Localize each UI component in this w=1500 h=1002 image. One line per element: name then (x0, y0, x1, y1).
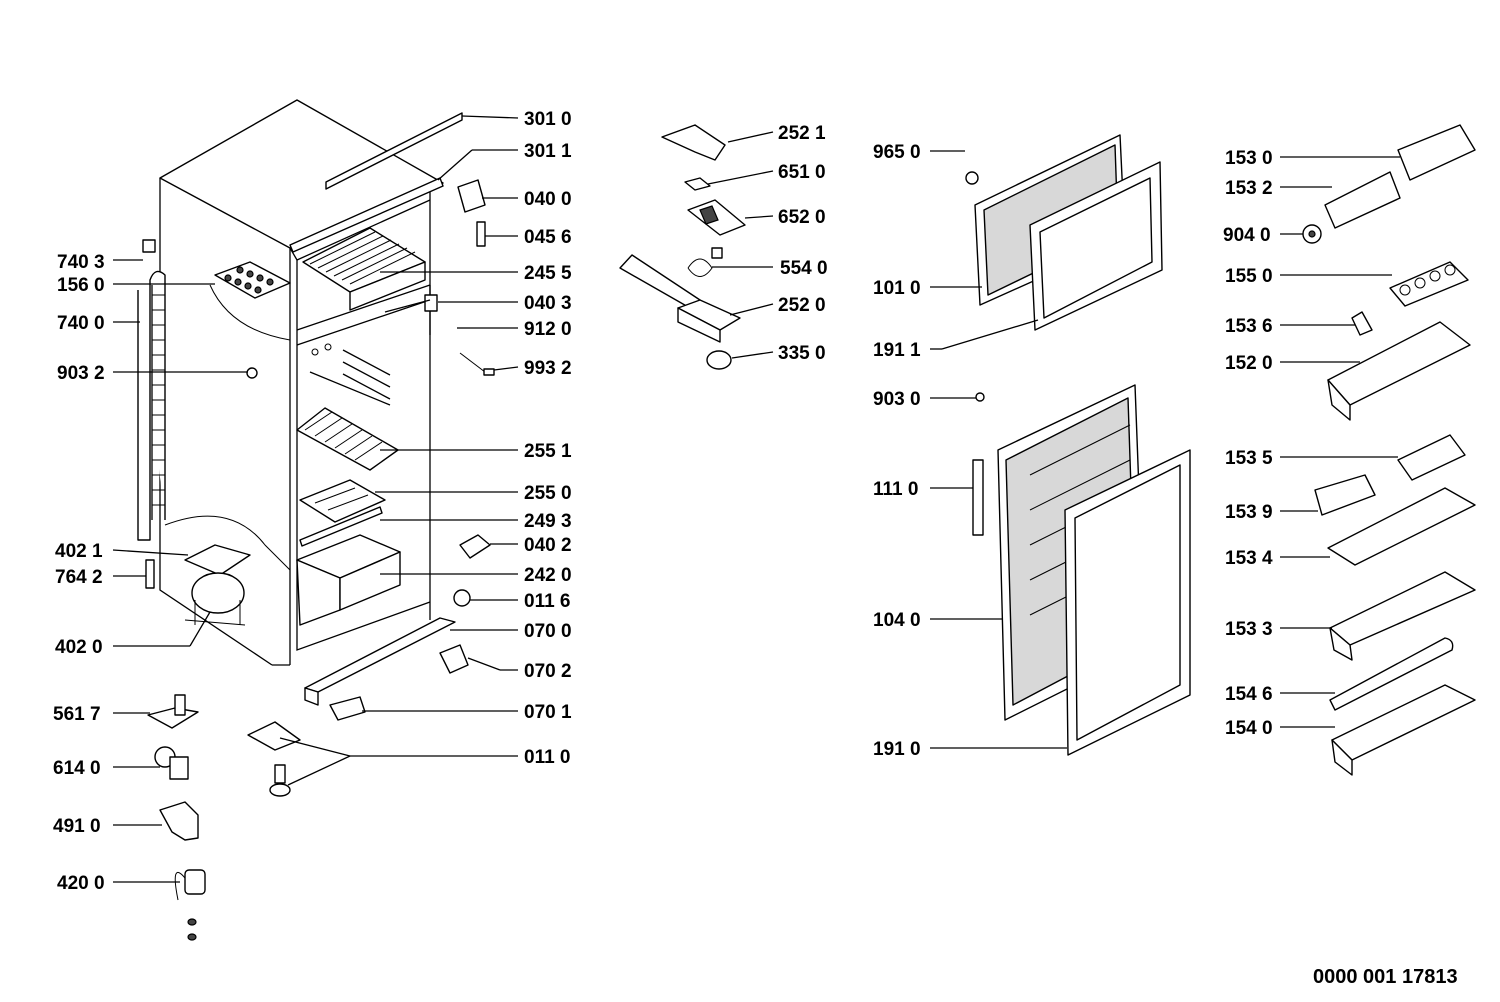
callout-011-0: 011 0 (524, 747, 571, 768)
top-front-trim-part (289, 177, 444, 253)
callout-011-6: 011 6 (524, 591, 571, 612)
callout-301-1: 301 1 (524, 141, 572, 162)
callout-070-1: 070 1 (524, 702, 572, 723)
callout-420-0: 420 0 (57, 873, 105, 894)
compressor-part (164, 515, 291, 626)
callout-402-1: 402 1 (55, 541, 103, 562)
callout-104-0: 104 0 (873, 610, 921, 631)
callout-156-0: 156 0 (57, 275, 105, 296)
evaporator-tray (209, 261, 291, 341)
callout-245-5: 245 5 (524, 263, 572, 284)
freezer-shelf-grid (302, 227, 426, 311)
callout-153-6: 153 6 (1225, 316, 1273, 337)
callout-301-0: 301 0 (524, 109, 572, 130)
callout-252-1: 252 1 (778, 123, 826, 144)
callout-255-0: 255 0 (524, 483, 572, 504)
callout-070-2: 070 2 (524, 661, 572, 682)
callout-903-0: 903 0 (873, 389, 921, 410)
callout-249-3: 249 3 (524, 511, 572, 532)
callout-554-0: 554 0 (780, 258, 828, 279)
callout-993-2: 993 2 (524, 358, 572, 379)
callout-335-0: 335 0 (778, 343, 826, 364)
callout-154-0: 154 0 (1225, 718, 1273, 739)
callout-070-0: 070 0 (524, 621, 572, 642)
callout-labels: 301 0 301 1 040 0 045 6 245 5 040 3 912 … (53, 109, 1458, 988)
callout-040-2: 040 2 (524, 535, 572, 556)
callout-651-0: 651 0 (778, 162, 826, 183)
callout-152-0: 152 0 (1225, 353, 1273, 374)
callout-153-5: 153 5 (1225, 448, 1273, 469)
condenser-grid (137, 270, 166, 541)
freezer-door (974, 134, 1163, 331)
callout-903-2: 903 2 (57, 363, 105, 384)
callout-045-6: 045 6 (524, 227, 572, 248)
leader-lines (112, 115, 1400, 883)
fridge-shelf-upper (296, 407, 399, 471)
callout-491-0: 491 0 (53, 816, 101, 837)
callout-904-0: 904 0 (1223, 225, 1271, 246)
crisper-drawer (296, 534, 401, 626)
thermostat-parts (619, 124, 746, 370)
callout-153-3: 153 3 (1225, 619, 1273, 640)
callout-153-0: 153 0 (1225, 148, 1273, 169)
top-strip-part (325, 112, 463, 190)
callout-155-0: 155 0 (1225, 266, 1273, 287)
small-parts-cabinet (142, 179, 495, 797)
callout-402-0: 402 0 (55, 637, 103, 658)
callout-111-0: 111 0 (873, 479, 918, 500)
callout-252-0: 252 0 (778, 295, 826, 316)
callout-154-6: 154 6 (1225, 684, 1273, 705)
shelf-rail-part (299, 506, 383, 547)
callout-242-0: 242 0 (524, 565, 572, 586)
callout-153-4: 153 4 (1225, 548, 1273, 569)
callout-191-0: 191 0 (873, 739, 921, 760)
callout-764-2: 764 2 (55, 567, 103, 588)
door-shelves (1302, 124, 1476, 776)
callout-652-0: 652 0 (778, 207, 826, 228)
callout-740-3: 740 3 (57, 252, 105, 273)
callout-255-1: 255 1 (524, 441, 572, 462)
callout-101-0: 101 0 (873, 278, 921, 299)
callout-153-2: 153 2 (1225, 178, 1273, 199)
fridge-shelf-glass (299, 479, 386, 523)
callout-191-1: 191 1 (873, 340, 921, 361)
callout-912-0: 912 0 (524, 319, 572, 340)
callout-040-0: 040 0 (524, 189, 572, 210)
fridge-door (965, 171, 1191, 756)
electrical-parts (147, 694, 206, 941)
document-number: 0000 001 17813 (1313, 966, 1458, 988)
callout-561-7: 561 7 (53, 704, 101, 725)
callout-614-0: 614 0 (53, 758, 101, 779)
callout-740-0: 740 0 (57, 313, 105, 334)
callout-965-0: 965 0 (873, 142, 921, 163)
callout-153-9: 153 9 (1225, 502, 1273, 523)
callout-040-3: 040 3 (524, 293, 572, 314)
